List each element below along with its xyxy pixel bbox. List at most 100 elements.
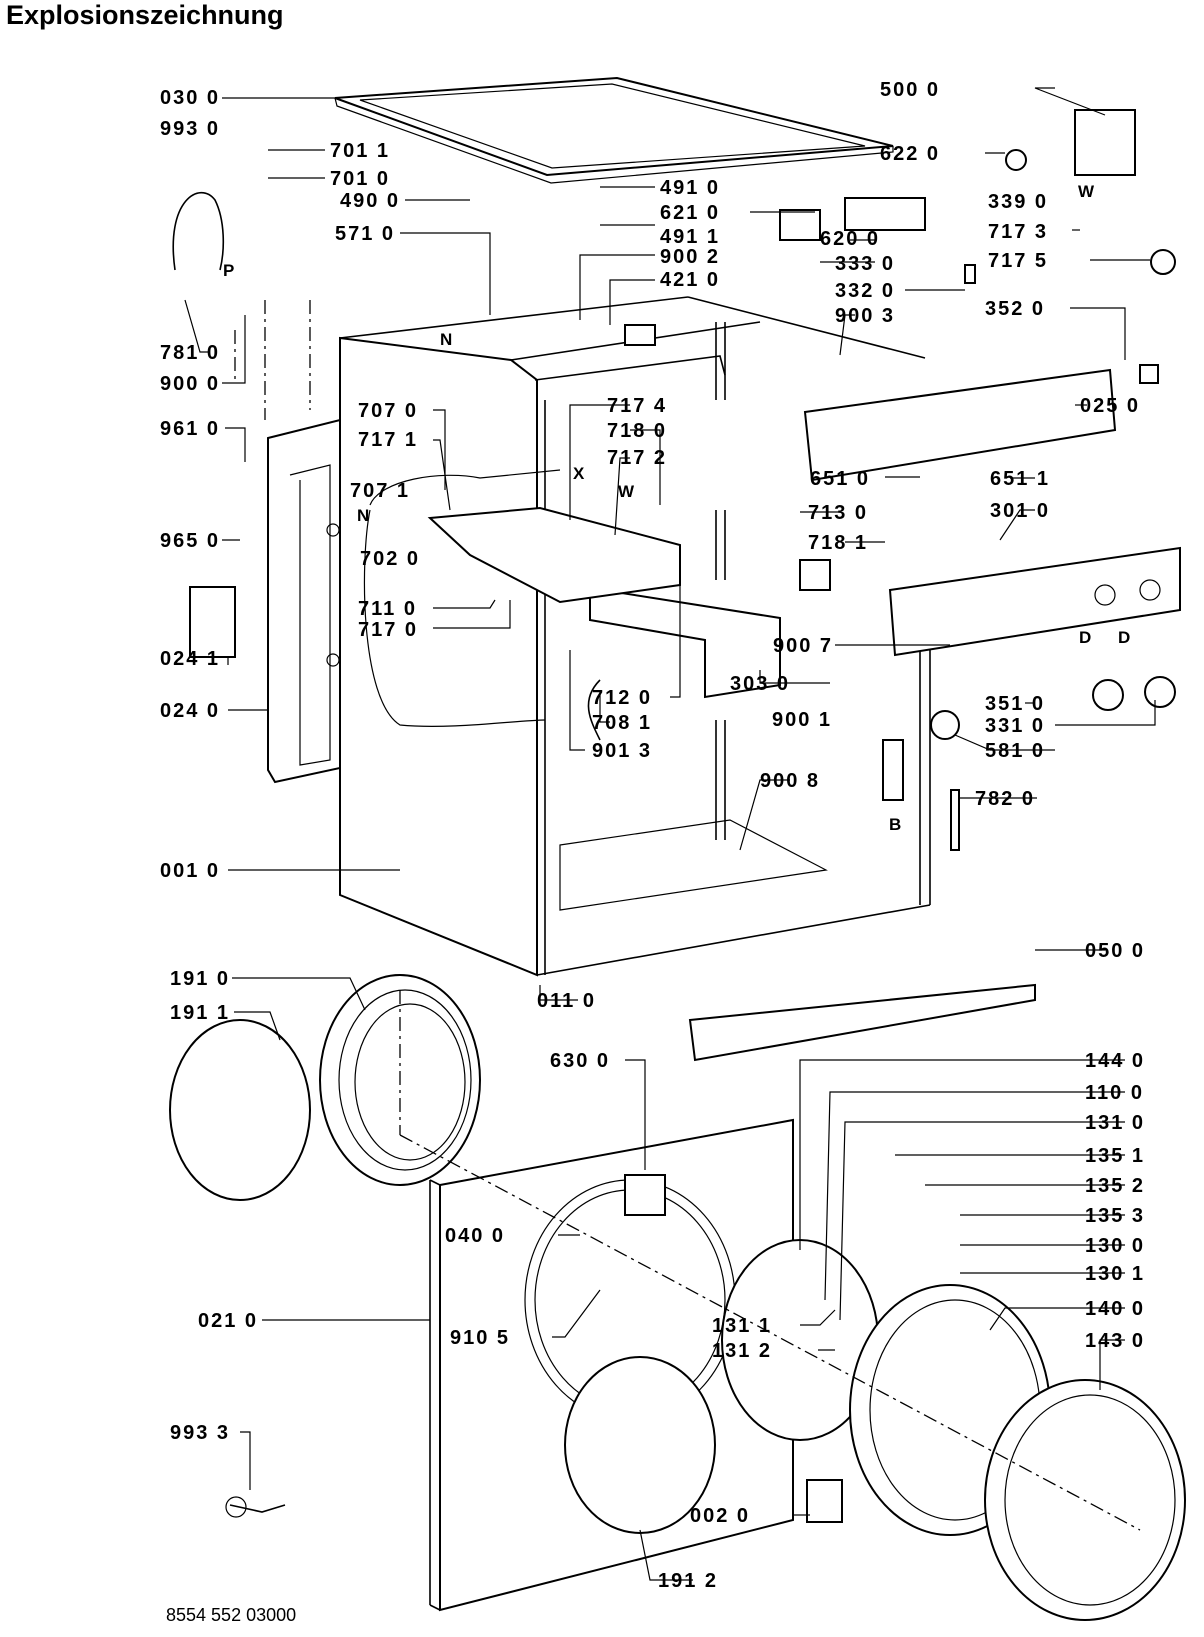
module-332 — [964, 264, 976, 284]
label-135-2: 135 2 — [1085, 1175, 1145, 1197]
module-620 — [844, 197, 926, 231]
label-702-0: 702 0 — [360, 548, 420, 570]
knob-331b — [1144, 676, 1176, 708]
label-130-1: 130 1 — [1085, 1263, 1145, 1285]
label-025-0: 025 0 — [1080, 395, 1140, 417]
marker-w-dispenser: W — [618, 482, 635, 501]
label-717-0: 717 0 — [358, 619, 418, 641]
label-303-0: 303 0 — [730, 673, 790, 695]
label-651-1: 651 1 — [990, 468, 1050, 490]
page-title: Explosionszeichnung — [6, 0, 284, 30]
label-333-0: 333 0 — [835, 253, 895, 275]
label-001-0: 001 0 — [160, 860, 220, 882]
label-135-3: 135 3 — [1085, 1205, 1145, 1227]
module-900-1 — [882, 739, 904, 801]
label-191-1: 191 1 — [170, 1002, 230, 1024]
label-713-0: 713 0 — [808, 502, 868, 524]
part-labels: 030 0 993 0 701 1 701 0 490 0 571 0 491 … — [160, 79, 1145, 1592]
label-421-0: 421 0 — [660, 269, 720, 291]
label-965-0: 965 0 — [160, 530, 220, 552]
label-011-0: 011 0 — [537, 990, 596, 1012]
label-701-1: 701 1 — [330, 140, 390, 162]
marker-w-top: W — [1078, 182, 1095, 201]
module-421 — [624, 324, 656, 346]
label-143-0: 143 0 — [1085, 1330, 1145, 1352]
label-707-1: 707 1 — [350, 480, 410, 502]
label-002-0: 002 0 — [690, 1505, 750, 1527]
label-191-0: 191 0 — [170, 968, 230, 990]
label-191-2: 191 2 — [658, 1570, 718, 1592]
module-352 — [1139, 364, 1159, 384]
module-024-1 — [189, 586, 236, 658]
label-900-0: 900 0 — [160, 373, 220, 395]
label-717-2: 717 2 — [607, 447, 667, 469]
kick-plate — [688, 983, 1036, 1062]
module-717-5 — [1150, 249, 1176, 275]
marker-n-dispenser: N — [357, 506, 369, 525]
label-024-0: 024 0 — [160, 700, 220, 722]
label-622-0: 622 0 — [880, 143, 940, 165]
label-712-0: 712 0 — [592, 687, 652, 709]
marker-x: X — [573, 464, 585, 483]
label-131-2: 131 2 — [712, 1340, 772, 1362]
label-050-0: 050 0 — [1085, 940, 1145, 962]
label-718-0: 718 0 — [607, 420, 667, 442]
label-708-1: 708 1 — [592, 712, 652, 734]
label-717-1: 717 1 — [358, 429, 418, 451]
label-910-5: 910 5 — [450, 1327, 510, 1349]
label-351-0: 351 0 — [985, 693, 1045, 715]
marker-p: P — [223, 261, 234, 280]
label-110-0: 110 0 — [1085, 1082, 1144, 1104]
knob-331 — [1092, 679, 1124, 711]
label-620-0: 620 0 — [820, 228, 880, 250]
knob-581 — [930, 710, 960, 740]
label-135-1: 135 1 — [1085, 1145, 1145, 1167]
module-718-1 — [799, 559, 831, 591]
label-993-3: 993 3 — [170, 1422, 230, 1444]
label-490-0: 490 0 — [340, 190, 400, 212]
label-651-0: 651 0 — [810, 468, 870, 490]
label-339-0: 339 0 — [988, 191, 1048, 213]
cabinet — [339, 296, 931, 977]
label-571-0: 571 0 — [335, 223, 395, 245]
label-130-0: 130 0 — [1085, 1235, 1145, 1257]
label-707-0: 707 0 — [358, 400, 418, 422]
label-718-1: 718 1 — [808, 532, 868, 554]
inlet-hose — [172, 191, 225, 271]
door-window-glass-back — [169, 1019, 311, 1201]
control-panel-rear — [803, 368, 1117, 482]
label-900-7: 900 7 — [773, 635, 833, 657]
marker-b: B — [889, 815, 901, 834]
label-500-0: 500 0 — [880, 79, 940, 101]
module-500 — [1074, 109, 1136, 176]
parts-drawing — [169, 76, 1186, 1621]
detergent-drawer — [589, 586, 781, 699]
label-131-0: 131 0 — [1085, 1112, 1145, 1134]
module-002 — [806, 1479, 843, 1523]
label-630-0: 630 0 — [550, 1050, 610, 1072]
module-622 — [1005, 149, 1027, 171]
label-491-0: 491 0 — [660, 177, 720, 199]
letter-markers: P N X W W N D D B — [223, 182, 1130, 834]
module-782 — [950, 789, 960, 851]
module-630 — [624, 1174, 666, 1216]
marker-d-left: D — [1079, 628, 1091, 647]
label-717-3: 717 3 — [988, 221, 1048, 243]
label-900-3: 900 3 — [835, 305, 895, 327]
marker-n-top: N — [440, 330, 452, 349]
leader-lines — [184, 87, 1156, 1581]
center-axis-2 — [399, 1134, 1141, 1531]
label-131-1: 131 1 — [712, 1315, 772, 1337]
label-301-0: 301 0 — [990, 500, 1050, 522]
rear-panel — [267, 418, 341, 784]
label-331-0: 331 0 — [985, 715, 1045, 737]
label-024-1: 024 1 — [160, 648, 220, 670]
label-140-0: 140 0 — [1085, 1298, 1145, 1320]
module-621 — [779, 209, 821, 241]
wrench-993-3 — [229, 1504, 286, 1513]
label-900-8: 900 8 — [760, 770, 820, 792]
label-900-1: 900 1 — [772, 709, 832, 731]
label-491-1: 491 1 — [660, 226, 720, 248]
label-332-0: 332 0 — [835, 280, 895, 302]
